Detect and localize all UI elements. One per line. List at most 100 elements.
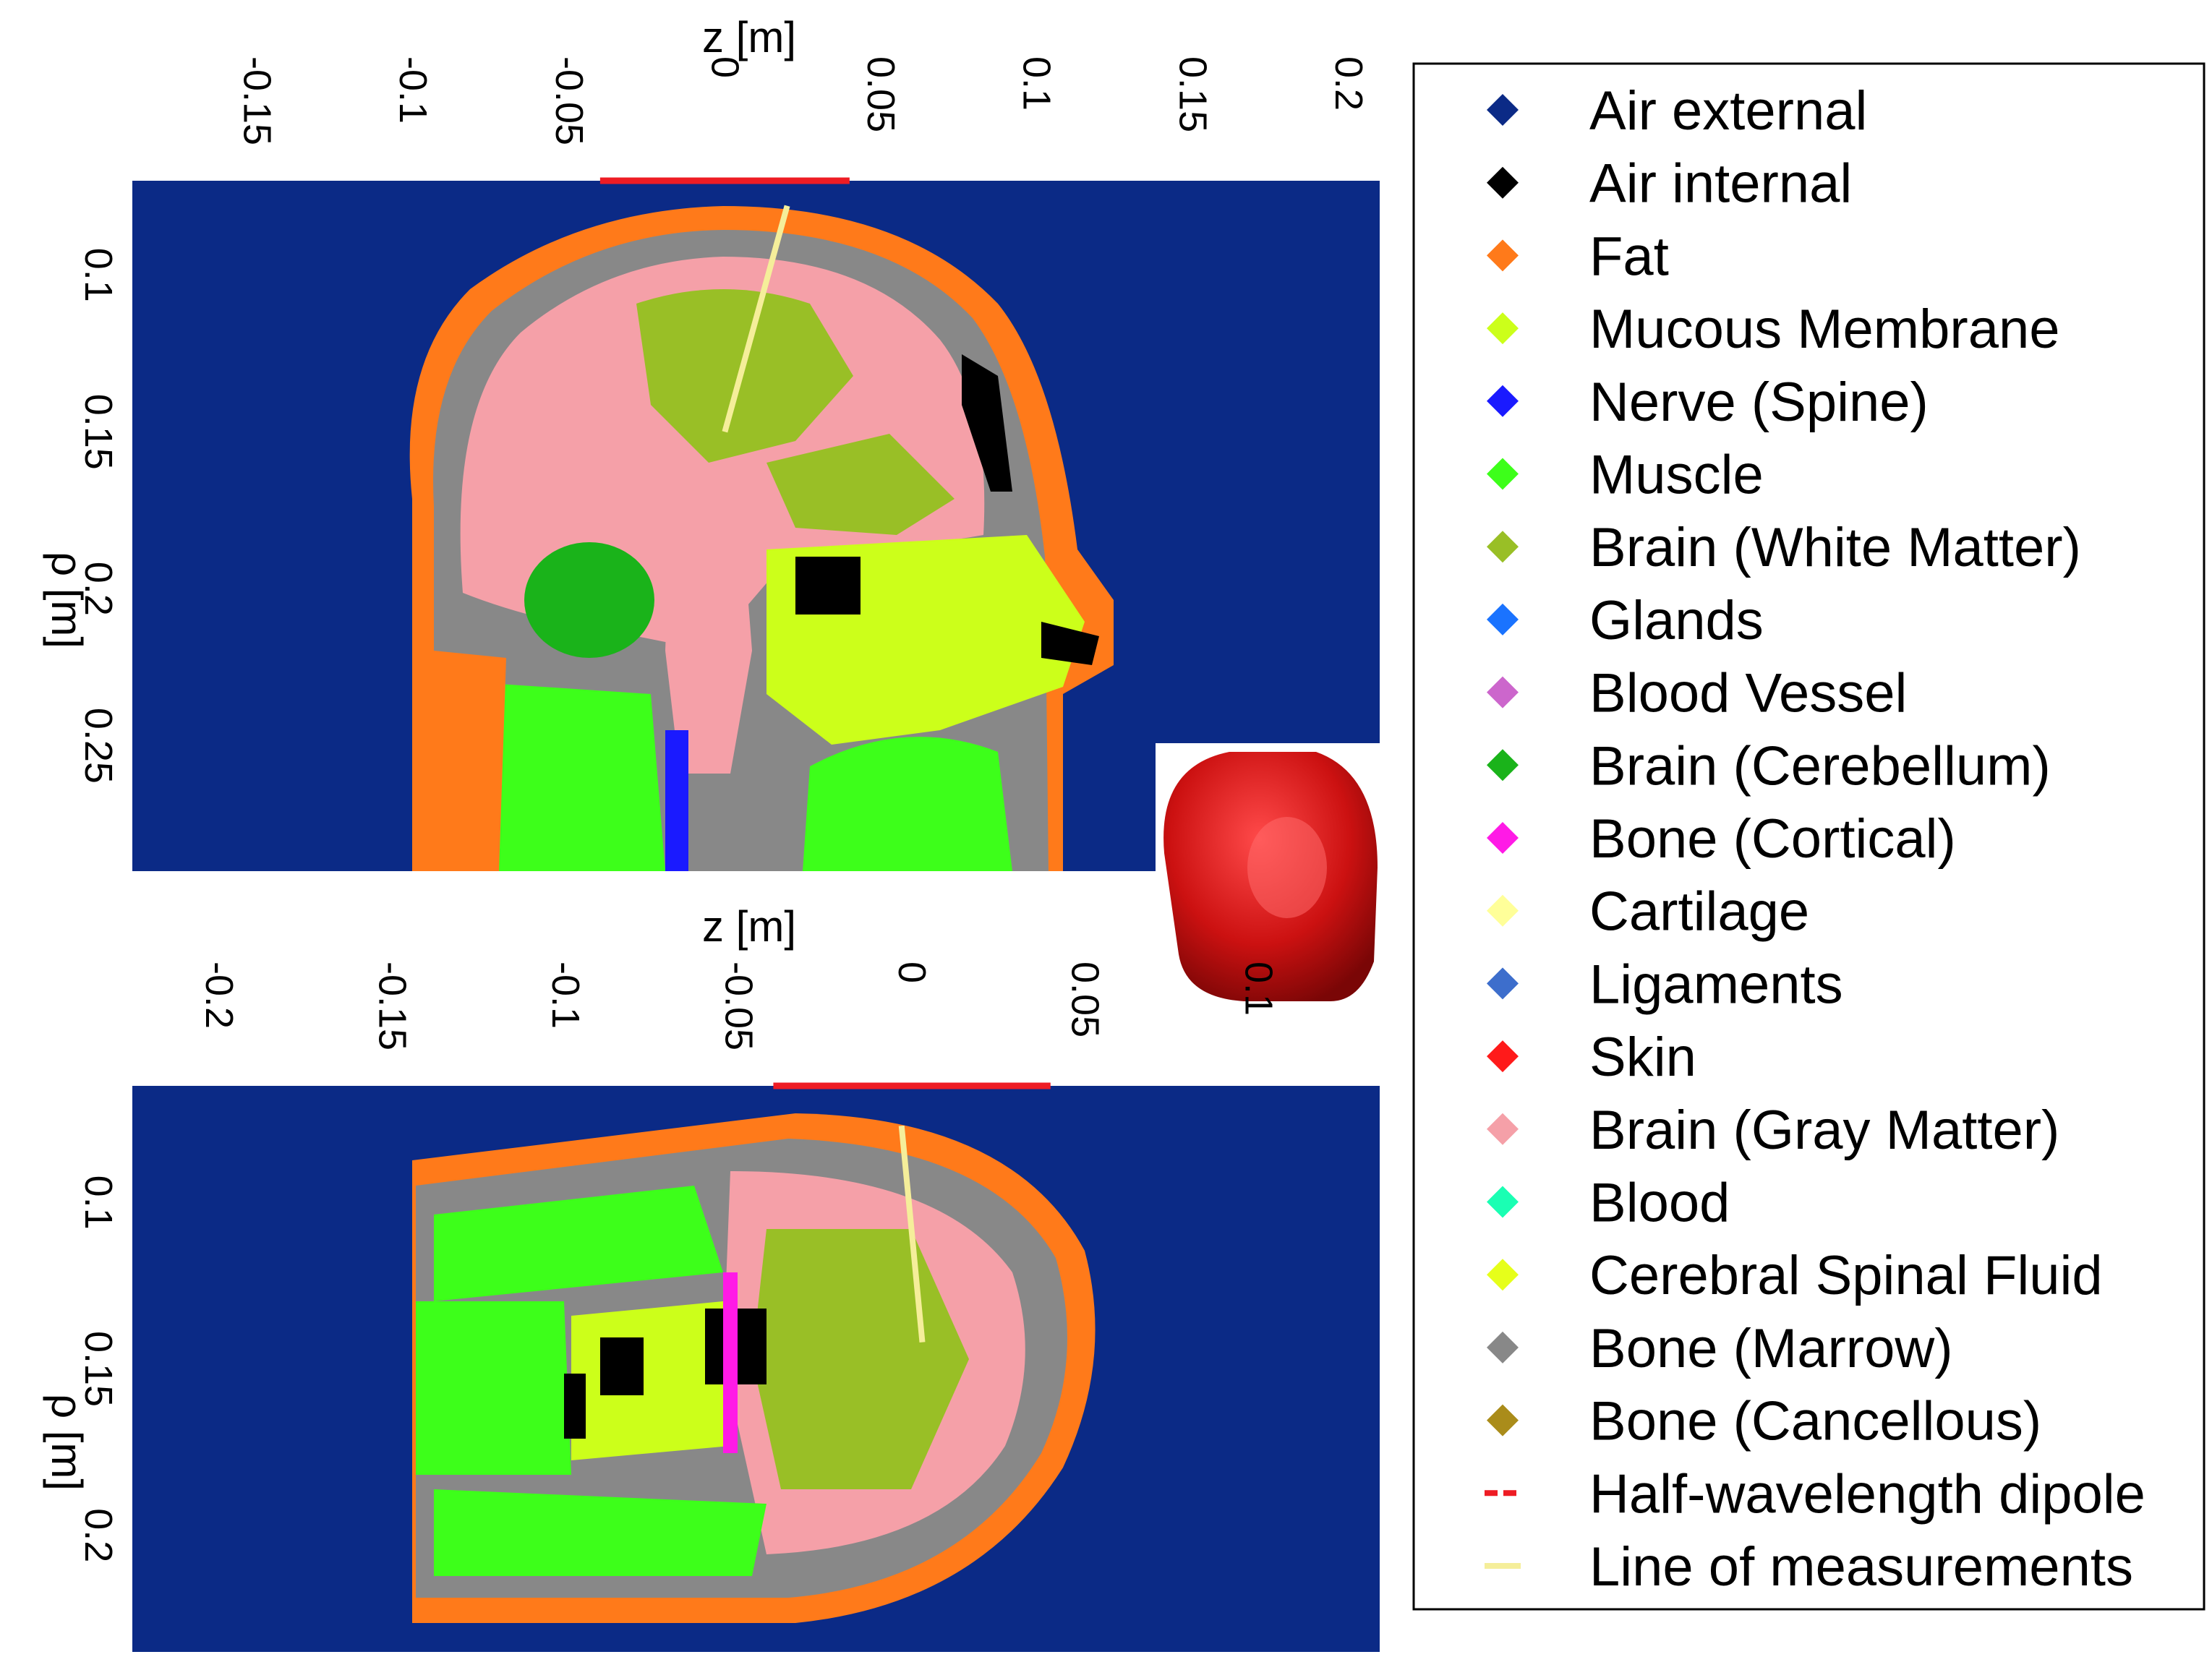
- sagittal-x-tick-label: 0: [703, 56, 746, 78]
- transverse-x-axis-title: z [m]: [702, 902, 796, 951]
- sagittal-y-tick-label: 0.2: [77, 562, 120, 616]
- legend-label: Blood Vessel: [1589, 663, 1907, 724]
- legend-label: Line of measurements: [1589, 1536, 2133, 1598]
- transverse-tissue-map: [412, 1113, 1096, 1623]
- legend-marker-diamond: [1487, 894, 1519, 927]
- legend-marker-diamond: [1487, 458, 1519, 490]
- legend-item: Bone (Marrow): [1487, 1318, 1953, 1379]
- sagittal-y-axis-title: ρ [m]: [43, 552, 91, 648]
- sagittal-brainstem: [665, 463, 752, 774]
- legend-marker-diamond: [1487, 1186, 1519, 1218]
- legend-label: Fat: [1589, 226, 1669, 287]
- sagittal-neck-fat: [434, 651, 506, 871]
- transverse-x-ticks: -0.2 -0.15 -0.1 -0.05 0 0.05 0.1: [197, 962, 1280, 1050]
- sagittal-x-tick-label: 0.15: [1171, 56, 1214, 132]
- transverse-airway-3: [564, 1374, 586, 1439]
- sagittal-x-tick-label: -0.1: [391, 56, 435, 124]
- transverse-measurement-line: [898, 1125, 926, 1343]
- sagittal-tongue: [803, 737, 1012, 871]
- sagittal-y-tick-label: 0.1: [77, 248, 120, 302]
- legend-label: Brain (Cerebellum): [1589, 735, 2051, 797]
- legend-marker-diamond: [1487, 676, 1519, 708]
- legend-marker-diamond: [1487, 603, 1519, 635]
- transverse-y-axis-title: ρ [m]: [43, 1394, 91, 1491]
- legend-label: Glands: [1589, 590, 1764, 651]
- legend-item: Blood Vessel: [1487, 663, 1907, 724]
- transverse-x-tick-label: 0: [890, 962, 934, 983]
- legend-item: Cerebral Spinal Fluid: [1487, 1245, 2103, 1306]
- legend-item: Fat: [1487, 226, 1669, 287]
- legend-label: Cartilage: [1589, 881, 1809, 943]
- transverse-x-tick-label: -0.15: [370, 962, 414, 1050]
- legend-label: Bone (Marrow): [1589, 1318, 1953, 1379]
- sagittal-nasal: [1041, 622, 1099, 665]
- transverse-bone: [723, 1272, 738, 1453]
- transverse-x-tick-label: -0.05: [717, 962, 761, 1050]
- head-model-inset: [1156, 743, 1381, 1005]
- legend-label: Brain (White Matter): [1589, 517, 2081, 578]
- legend-label: Bone (Cortical): [1589, 808, 1956, 870]
- sagittal-tissue-map: [409, 206, 1114, 871]
- legend-item: Blood: [1487, 1173, 1730, 1234]
- legend-marker-diamond: [1487, 385, 1519, 417]
- transverse-x-tick-label: 0.1: [1237, 962, 1280, 1016]
- legend-marker-diamond: [1487, 1040, 1519, 1073]
- legend-marker-diamond: [1487, 312, 1519, 345]
- transverse-white-matter: [752, 1229, 969, 1489]
- transverse-x-tick-label: 0.05: [1064, 962, 1107, 1037]
- legend-label: Air external: [1589, 80, 1867, 142]
- sagittal-x-tick-label: -0.05: [547, 56, 591, 145]
- legend-label: Ligaments: [1589, 954, 1843, 1015]
- legend-marker-diamond: [1487, 166, 1519, 199]
- legend-label: Nerve (Spine): [1589, 372, 1929, 433]
- legend-item: Mucous Membrane: [1487, 299, 2060, 360]
- sagittal-measurement-line: [722, 205, 790, 433]
- legend-item: Glands: [1487, 590, 1764, 651]
- transverse-panel: z [m] ρ [m] -0.2 -0.15 -0.1 -0.05 0 0.05…: [43, 902, 1380, 1652]
- transverse-y-tick-label: 0.2: [77, 1508, 120, 1562]
- legend-item: Half-wavelength dipole: [1485, 1463, 2145, 1525]
- sagittal-airway: [795, 557, 861, 615]
- transverse-airway-2: [600, 1337, 644, 1395]
- sagittal-y-tick-label: 0.15: [77, 394, 120, 470]
- legend-label: Blood: [1589, 1173, 1730, 1234]
- legend-marker-diamond: [1487, 822, 1519, 854]
- legend-box: [1412, 62, 2205, 1611]
- sagittal-x-tick-label: 0.2: [1327, 56, 1370, 111]
- legend-label: Mucous Membrane: [1589, 299, 2060, 360]
- legend-marker-diamond: [1487, 1331, 1519, 1363]
- head-model-highlight: [1247, 817, 1327, 918]
- legend-label: Cerebral Spinal Fluid: [1589, 1245, 2103, 1306]
- legend-item: Muscle: [1487, 445, 1764, 506]
- legend-marker-diamond: [1487, 531, 1519, 563]
- legend-marker-diamond: [1487, 239, 1519, 272]
- legend-item: Skin: [1487, 1027, 1696, 1088]
- legend-item: Cartilage: [1487, 881, 1809, 943]
- transverse-y-ticks: 0.1 0.15 0.2: [77, 1176, 120, 1563]
- legend-item: Nerve (Spine): [1487, 372, 1929, 433]
- transverse-y-tick-label: 0.15: [77, 1331, 120, 1407]
- legend-marker-diamond: [1487, 1113, 1519, 1145]
- transverse-x-tick-label: -0.1: [544, 962, 587, 1029]
- legend-item: Air external: [1487, 80, 1867, 142]
- legend-marker-diamond: [1487, 1259, 1519, 1291]
- transverse-muscle-lower: [434, 1489, 766, 1576]
- legend-item: Air internal: [1487, 153, 1852, 215]
- transverse-y-tick-label: 0.1: [77, 1176, 120, 1230]
- legend-marker-diamond: [1487, 749, 1519, 782]
- sagittal-x-tick-label: 0.1: [1015, 56, 1059, 111]
- sagittal-panel: z [m] ρ [m] -0.15 -0.1 -0.05 0 0.05 0.1 …: [43, 13, 1380, 871]
- sagittal-x-axis-title: z [m]: [702, 13, 796, 61]
- transverse-x-tick-label: -0.2: [197, 962, 241, 1029]
- legend-item: Brain (White Matter): [1487, 517, 2081, 578]
- sagittal-y-tick-label: 0.25: [77, 708, 120, 784]
- legend-marker-diamond: [1487, 94, 1519, 126]
- sagittal-y-ticks: 0.1 0.15 0.2 0.25: [77, 248, 120, 784]
- sagittal-cerebellum: [524, 542, 654, 658]
- sagittal-x-tick-label: -0.15: [236, 56, 279, 145]
- legend-item: Brain (Gray Matter): [1487, 1100, 2059, 1161]
- legend-item: Bone (Cancellous): [1487, 1391, 2041, 1452]
